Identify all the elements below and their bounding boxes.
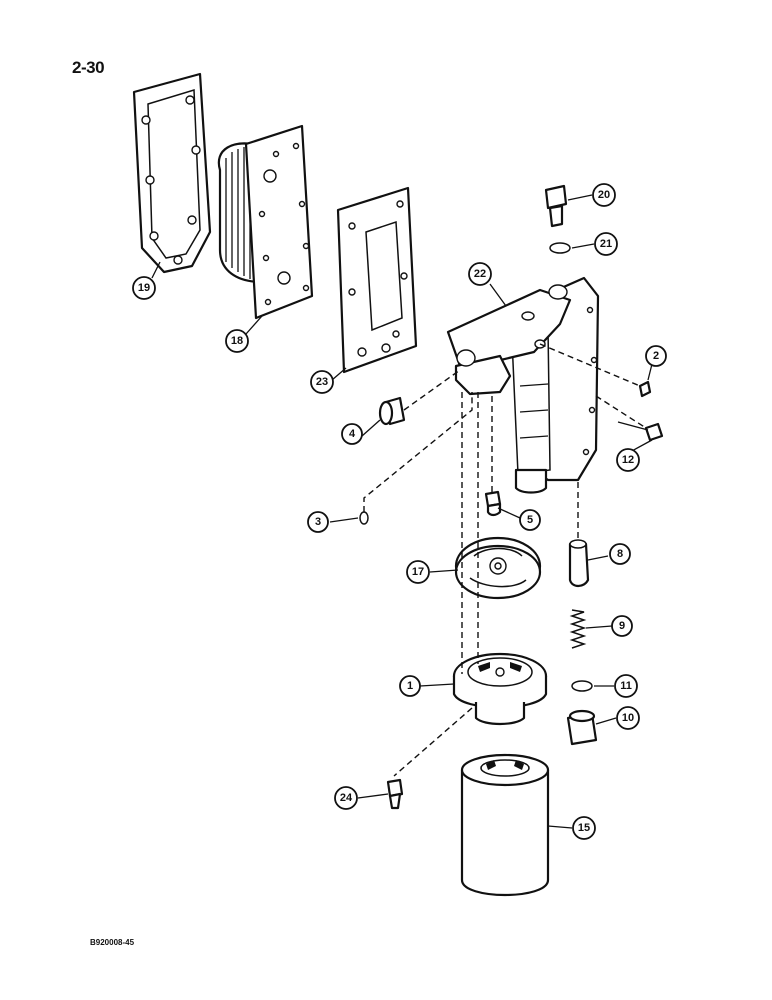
callout-label: 11 <box>620 680 632 692</box>
leader-10 <box>595 717 617 725</box>
callout-18: 18 <box>225 329 249 353</box>
check-ball <box>359 511 369 525</box>
callout-9: 9 <box>611 615 633 637</box>
leader-9 <box>585 625 613 629</box>
relief-plug <box>566 709 598 746</box>
leader-3 <box>329 517 359 523</box>
callout-20: 20 <box>592 183 616 207</box>
pipe-plug <box>638 380 652 398</box>
leader-1 <box>419 683 455 687</box>
callout-5: 5 <box>519 509 541 531</box>
assembly-line-24 <box>393 707 473 777</box>
callout-24: 24 <box>334 786 358 810</box>
callout-label: 3 <box>315 516 321 528</box>
callout-label: 17 <box>412 566 424 578</box>
relief-spring <box>569 609 587 649</box>
callout-label: 22 <box>474 268 486 280</box>
small-screw <box>484 490 502 517</box>
leader-8 <box>587 555 609 561</box>
callout-label: 4 <box>349 428 356 440</box>
callout-label: 2 <box>653 350 659 362</box>
assembly-line-2 <box>539 343 641 387</box>
leader-18 <box>245 315 263 335</box>
o-ring-lower <box>571 680 593 692</box>
leader-20 <box>567 194 593 201</box>
leader-24 <box>357 793 389 799</box>
leader-4 <box>361 419 381 437</box>
callout-label: 24 <box>340 792 353 804</box>
adapter-screw <box>386 778 404 810</box>
callout-1: 1 <box>399 675 421 697</box>
leader-22 <box>489 283 507 307</box>
callout-2: 2 <box>645 345 667 367</box>
callout-15: 15 <box>572 816 596 840</box>
callout-label: 23 <box>316 376 328 388</box>
callout-label: 9 <box>619 620 625 632</box>
port-fitting <box>378 396 406 426</box>
leader-17 <box>429 569 459 573</box>
leader-5 <box>497 507 521 519</box>
callout-22: 22 <box>468 262 492 286</box>
callout-4: 4 <box>341 423 363 445</box>
callout-21: 21 <box>594 232 618 256</box>
callout-23: 23 <box>310 370 334 394</box>
leader-2 <box>647 363 653 381</box>
o-ring-upper <box>549 242 571 254</box>
cap-screw <box>544 184 568 228</box>
callout-label: 20 <box>598 189 610 201</box>
assembly-line-4 <box>403 369 461 411</box>
valve-plate <box>454 536 542 600</box>
callout-17: 17 <box>406 560 430 584</box>
oil-cooler-core <box>217 124 314 320</box>
housing-gasket <box>336 186 418 374</box>
callout-label: 12 <box>622 454 634 466</box>
callout-label: 5 <box>527 514 533 526</box>
leader-19 <box>151 261 161 279</box>
filter-adapter <box>452 652 548 726</box>
callout-label: 8 <box>617 548 623 560</box>
callout-3: 3 <box>307 511 329 533</box>
relief-valve <box>568 539 590 588</box>
oil-cooler-gasket <box>132 72 212 274</box>
oil-filter <box>460 753 550 897</box>
callout-label: 10 <box>622 712 634 724</box>
callout-label: 1 <box>407 680 413 692</box>
assembly-line-3 <box>363 392 473 512</box>
callout-10: 10 <box>616 706 640 730</box>
callout-12: 12 <box>616 448 640 472</box>
leader-23 <box>331 367 347 381</box>
page-number: 2-30 <box>72 58 105 77</box>
filter-housing <box>446 276 600 494</box>
leader-15 <box>547 825 573 829</box>
callout-11: 11 <box>614 674 638 698</box>
callout-label: 15 <box>578 822 590 834</box>
callout-19: 19 <box>132 276 156 300</box>
figure-code: B920008-45 <box>90 938 135 947</box>
callout-label: 18 <box>231 335 243 347</box>
callout-label: 19 <box>138 282 150 294</box>
leader-21 <box>571 243 595 249</box>
mounting-cap-screw <box>617 421 664 442</box>
callout-8: 8 <box>609 543 631 565</box>
callout-label: 21 <box>600 238 612 250</box>
